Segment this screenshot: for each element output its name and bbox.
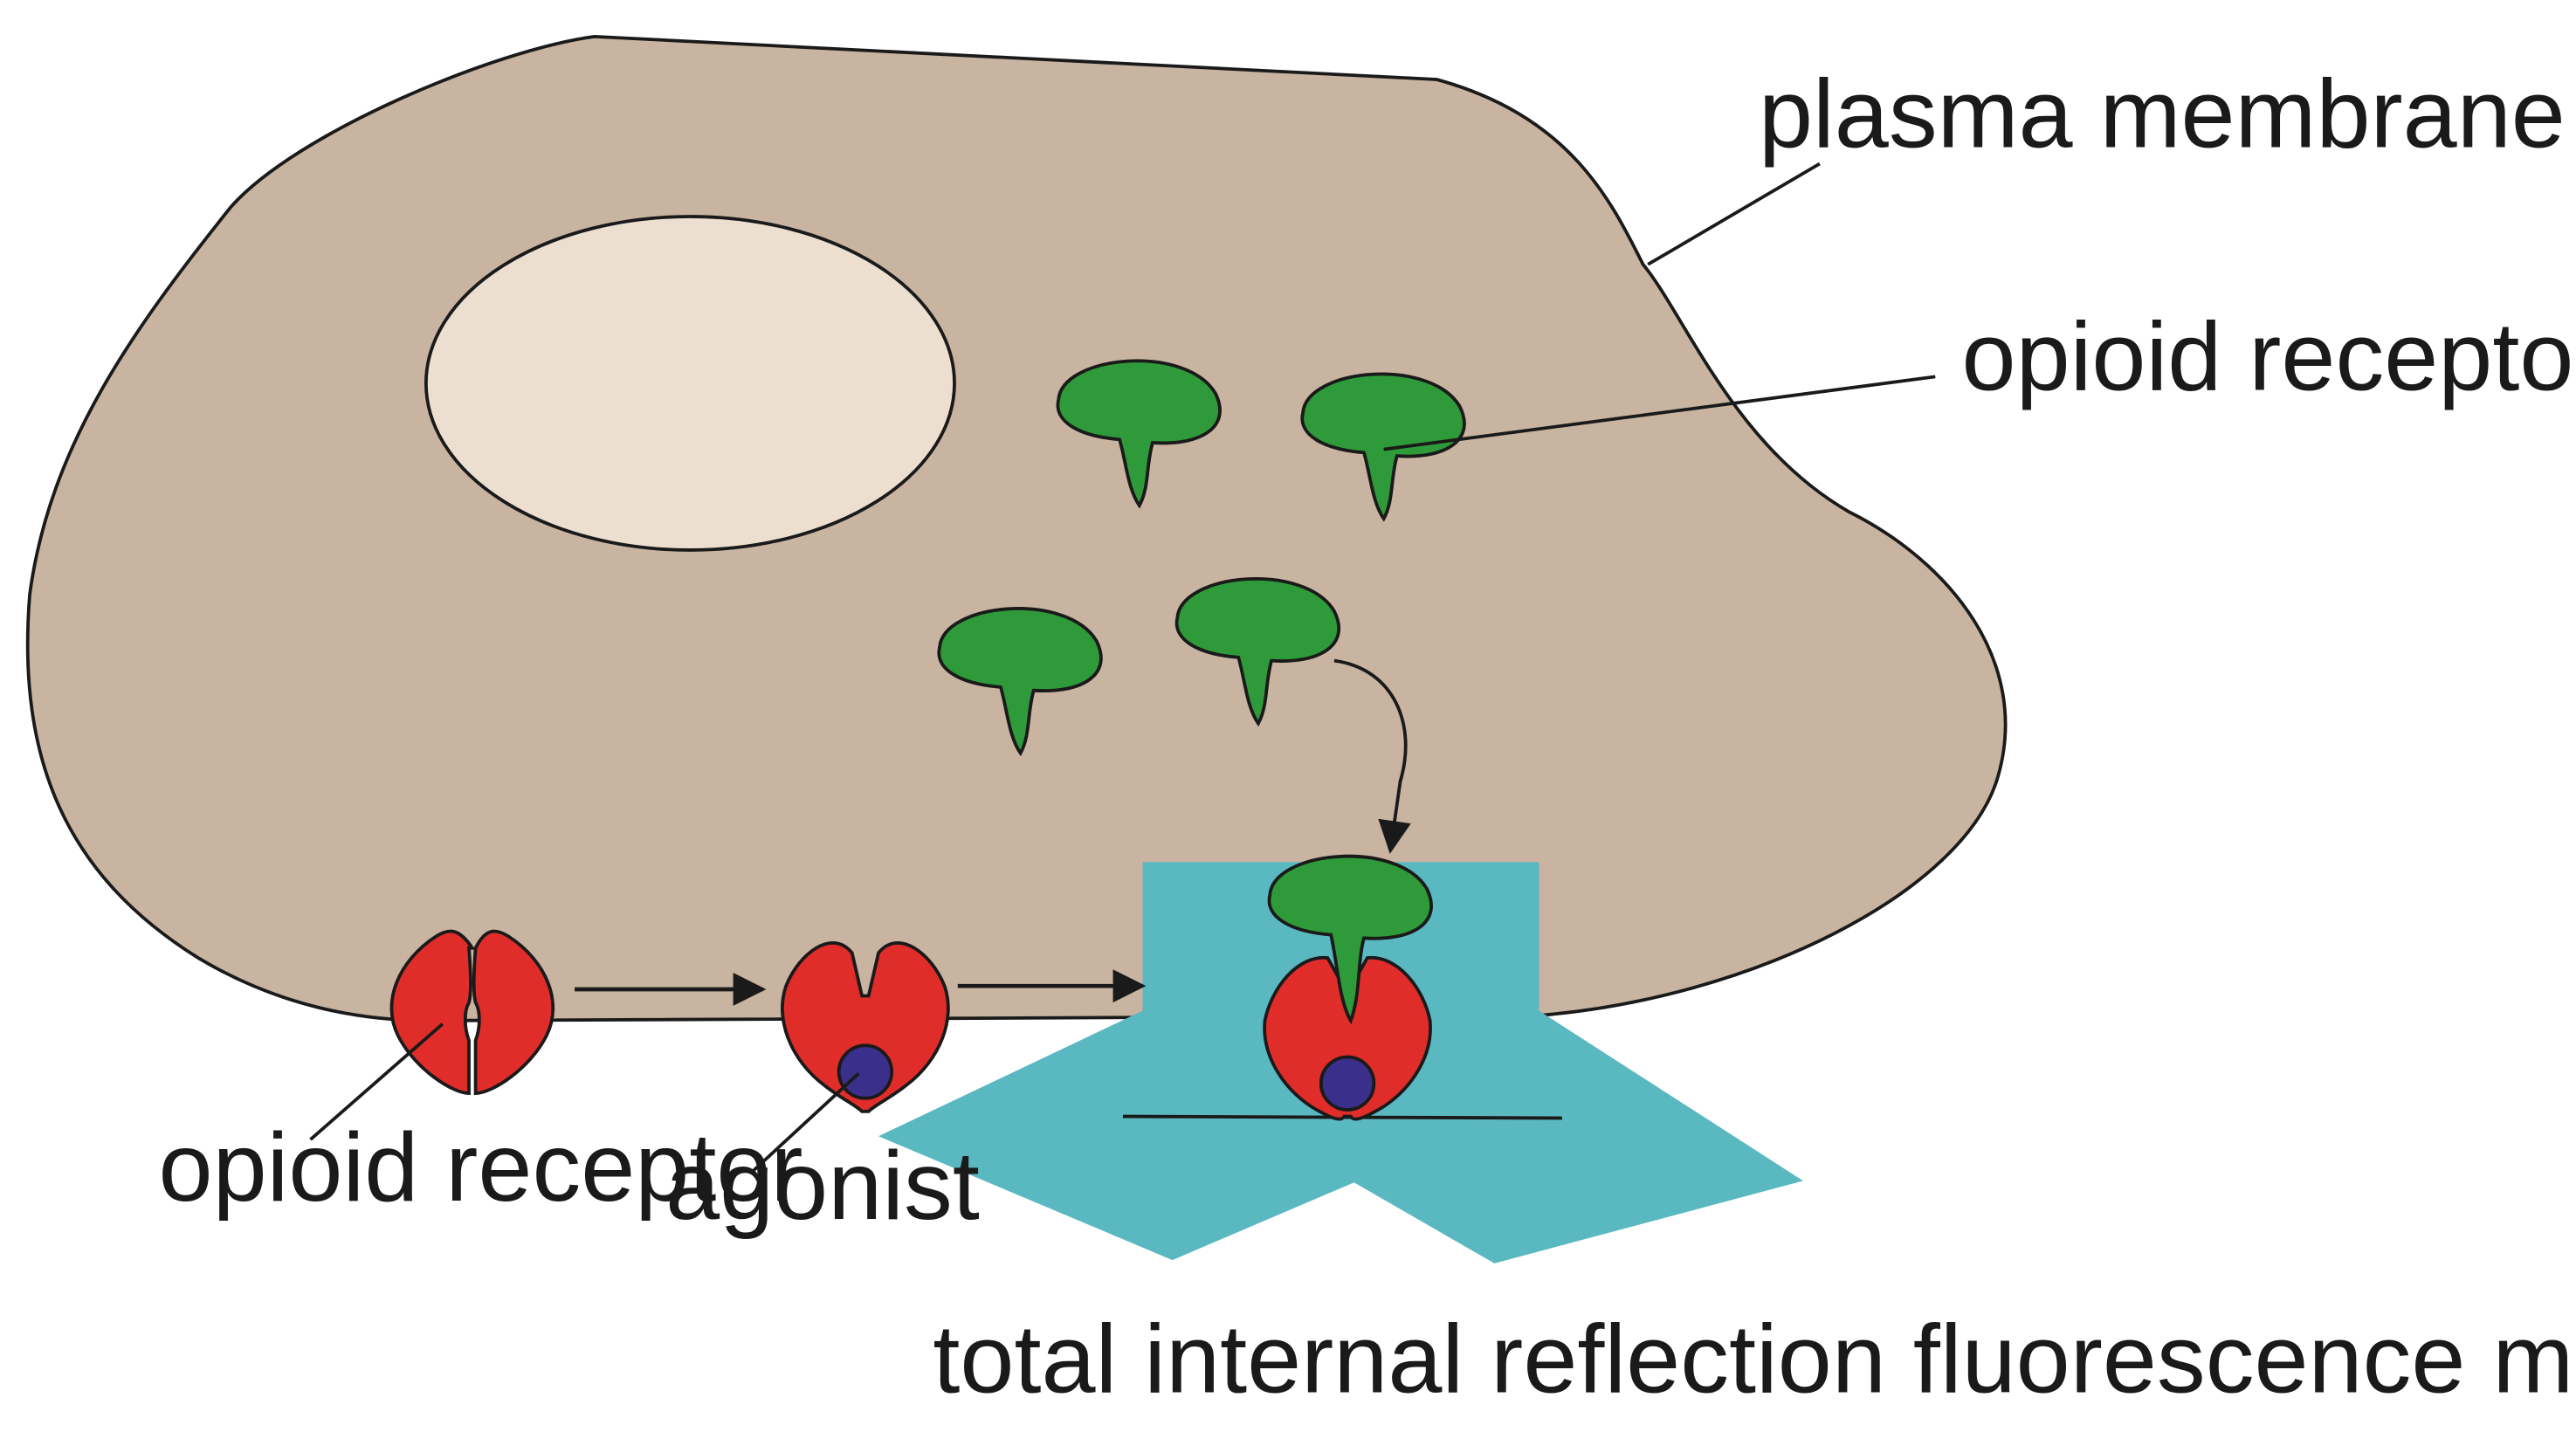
leader-opioid-receptor — [309, 1022, 444, 1141]
sensor-2 — [1300, 372, 1466, 522]
label-agonist: agonist — [665, 1131, 980, 1240]
agonist-dot — [837, 1043, 894, 1100]
cell-body — [25, 34, 2008, 1022]
label-opioid-receptor: opioid receptor — [159, 1112, 803, 1222]
leader-plasma-membrane — [1647, 162, 1821, 266]
opioid-receptor-unbound — [389, 929, 555, 1095]
label-tirf: total internal reflection fluorescence m… — [933, 1304, 2576, 1413]
sensor-bound — [1267, 854, 1433, 1025]
label-receptor-sensor: opioid receptor-sensor — [1962, 302, 2576, 411]
label-plasma-membrane: plasma membrane — [1759, 59, 2566, 169]
leader-receptor-sensor — [1383, 375, 1936, 451]
opioid-receptor-agonist-bound — [781, 941, 950, 1113]
sensor-4 — [1174, 577, 1341, 727]
recruitment-arrow — [1333, 658, 1411, 854]
nucleus — [424, 215, 956, 552]
leader-agonist — [750, 1072, 860, 1174]
receptor-sensor-complex — [1263, 854, 1433, 1121]
agonist-dot-bound — [1319, 1055, 1376, 1112]
sensor-3 — [937, 607, 1103, 757]
sensor-1 — [1056, 359, 1222, 509]
